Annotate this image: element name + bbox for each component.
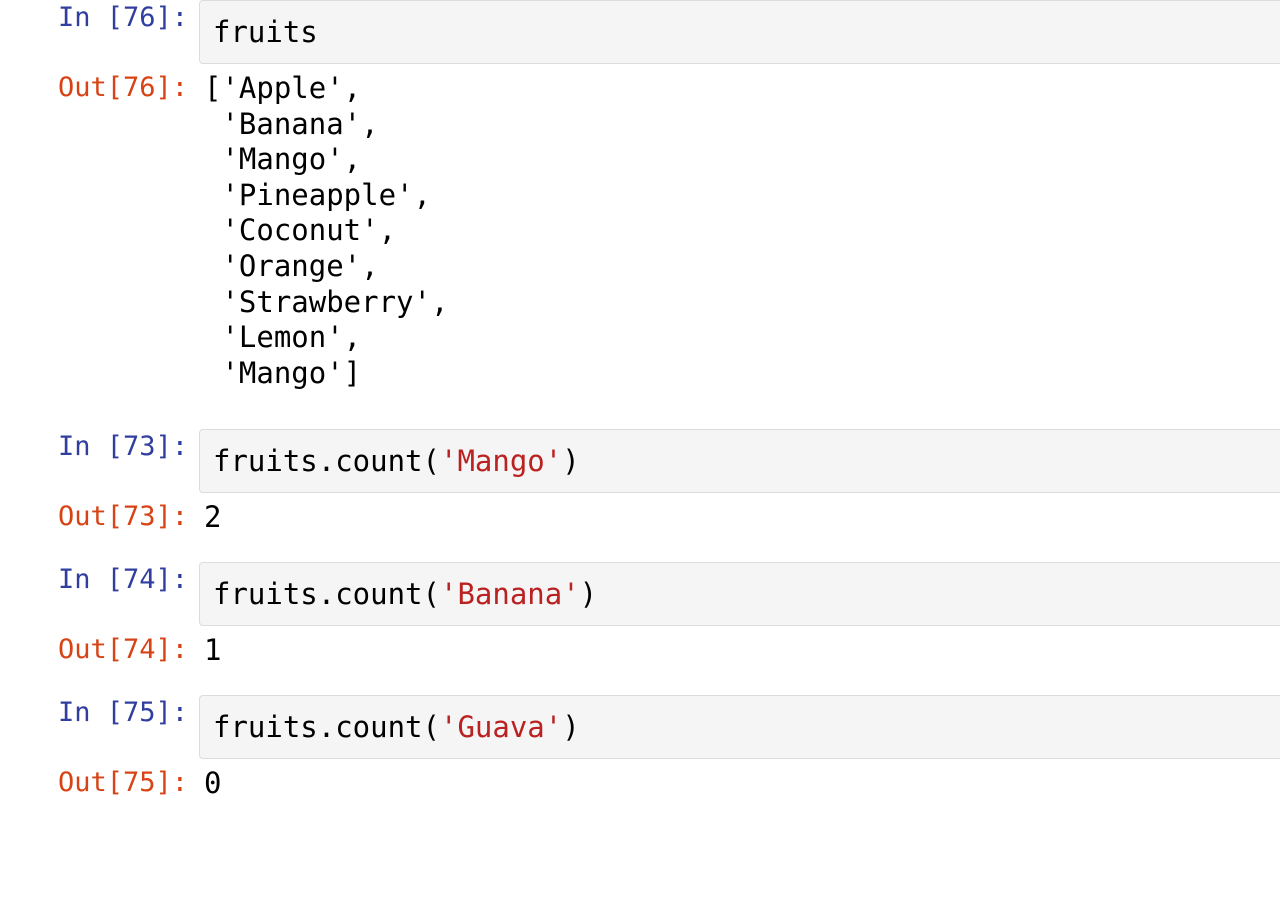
output-text: 1 bbox=[204, 632, 222, 667]
out-prompt: Out[75]: bbox=[57, 766, 188, 798]
code-text: fruits bbox=[213, 15, 318, 49]
cell-input-row: In [74]: fruits.count('Banana') bbox=[0, 561, 1280, 626]
in-prompt: In [75]: bbox=[57, 696, 188, 728]
output-text: ['Apple', 'Banana', 'Mango', 'Pineapple'… bbox=[204, 71, 449, 390]
code-input-area[interactable]: fruits.count('Mango') bbox=[199, 429, 1280, 494]
code-line: fruits.count('Banana') bbox=[213, 575, 1280, 613]
output-area: 2 bbox=[204, 499, 1280, 536]
code-line: fruits.count('Guava') bbox=[213, 708, 1280, 746]
out-prompt: Out[76]: bbox=[57, 72, 188, 103]
notebook-cell: In [73]: fruits.count('Mango') Out[73]: … bbox=[0, 429, 1280, 536]
code-input-area[interactable]: fruits bbox=[199, 0, 1280, 64]
cell-input-row: In [76]: fruits bbox=[0, 0, 1280, 64]
code-text: ) bbox=[562, 709, 580, 744]
out-prompt: Out[74]: bbox=[57, 633, 188, 665]
in-prompt: In [76]: bbox=[57, 2, 188, 33]
cell-output-row: Out[75]: 0 bbox=[0, 765, 1280, 802]
code-input-area[interactable]: fruits.count('Banana') bbox=[199, 561, 1280, 626]
cell-output-row: Out[73]: 2 bbox=[0, 499, 1280, 536]
notebook-cell: In [74]: fruits.count('Banana') Out[74]:… bbox=[0, 561, 1280, 669]
string-literal: 'Mango' bbox=[439, 444, 563, 479]
spacer bbox=[0, 391, 1280, 429]
code-line: fruits.count('Mango') bbox=[213, 442, 1280, 480]
cell-output-row: Out[76]: ['Apple', 'Banana', 'Mango', 'P… bbox=[0, 70, 1280, 391]
in-prompt: In [74]: bbox=[57, 563, 188, 595]
code-input-area[interactable]: fruits.count('Guava') bbox=[199, 694, 1280, 759]
output-text: 2 bbox=[204, 500, 222, 535]
cell-input-row: In [75]: fruits.count('Guava') bbox=[0, 694, 1280, 759]
in-prompt: In [73]: bbox=[57, 431, 188, 463]
code-text: fruits.count( bbox=[213, 444, 440, 479]
string-literal: 'Banana' bbox=[439, 576, 580, 611]
output-area: 0 bbox=[204, 765, 1280, 802]
notebook-cell: In [76]: fruits Out[76]: ['Apple', 'Bana… bbox=[0, 0, 1280, 391]
spacer bbox=[0, 536, 1280, 562]
output-text: 0 bbox=[204, 765, 222, 800]
code-text: fruits.count( bbox=[213, 576, 440, 611]
cell-input-row: In [73]: fruits.count('Mango') bbox=[0, 429, 1280, 494]
cell-output-row: Out[74]: 1 bbox=[0, 632, 1280, 669]
notebook-cell: In [75]: fruits.count('Guava') Out[75]: … bbox=[0, 694, 1280, 802]
output-area: ['Apple', 'Banana', 'Mango', 'Pineapple'… bbox=[204, 70, 1280, 391]
code-text: fruits.count( bbox=[213, 709, 440, 744]
code-text: ) bbox=[562, 444, 580, 479]
string-literal: 'Guava' bbox=[439, 709, 563, 744]
output-area: 1 bbox=[204, 632, 1280, 669]
code-text: ) bbox=[579, 576, 598, 611]
spacer bbox=[0, 669, 1280, 695]
code-line: fruits bbox=[213, 13, 1280, 51]
out-prompt: Out[73]: bbox=[57, 501, 188, 533]
